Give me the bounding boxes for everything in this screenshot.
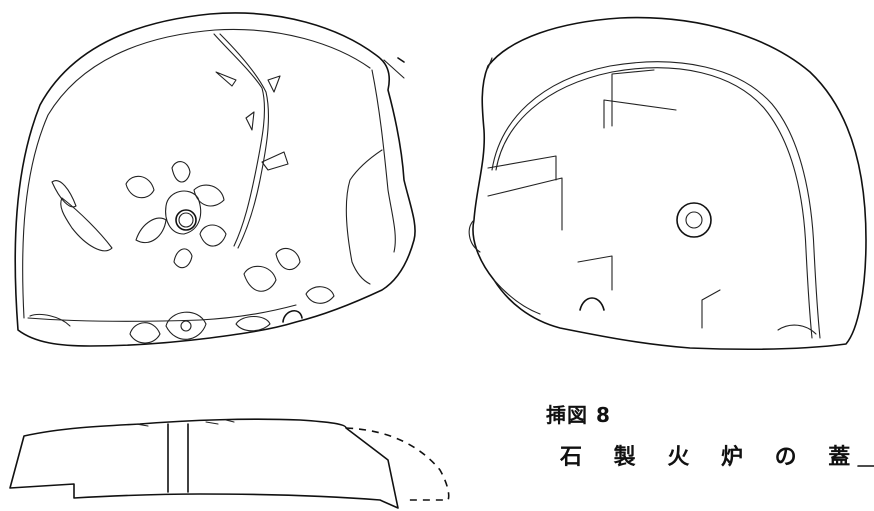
top-view-drawing: [14, 12, 416, 347]
top-view-notch: [282, 310, 303, 323]
top-view-outline: [14, 12, 416, 347]
bottom-view-drawing: [468, 16, 867, 350]
pebble-bottom: [173, 248, 193, 269]
pebble-right: [193, 184, 225, 207]
section-view-drawing: [9, 418, 450, 509]
section-profile: [9, 418, 399, 509]
section-reconstructed-edge: [345, 427, 450, 501]
bottom-view-notch: [579, 297, 605, 311]
bottom-view-outline: [472, 16, 867, 350]
center-hole-inner: [178, 212, 194, 228]
bottom-view-inner-rim: [491, 61, 821, 339]
pebble-lower-left: [135, 217, 167, 244]
pebble-lower-right: [199, 224, 227, 247]
pebble-long-2: [60, 197, 113, 252]
twig-mark: [213, 33, 266, 247]
center-hole-outer: [175, 209, 197, 231]
pebble-left: [125, 175, 155, 199]
figure-number-label: 挿図 8: [546, 403, 611, 427]
pebble-long-1: [51, 180, 77, 208]
figure-title: 石 製 火 炉 の 蓋: [559, 444, 862, 470]
bottom-center-ring-outer: [676, 202, 712, 238]
bottom-center-ring-inner: [685, 211, 703, 229]
center-stone: [165, 190, 202, 235]
top-view-inner-rim: [22, 28, 371, 319]
pebble-top: [171, 161, 191, 183]
